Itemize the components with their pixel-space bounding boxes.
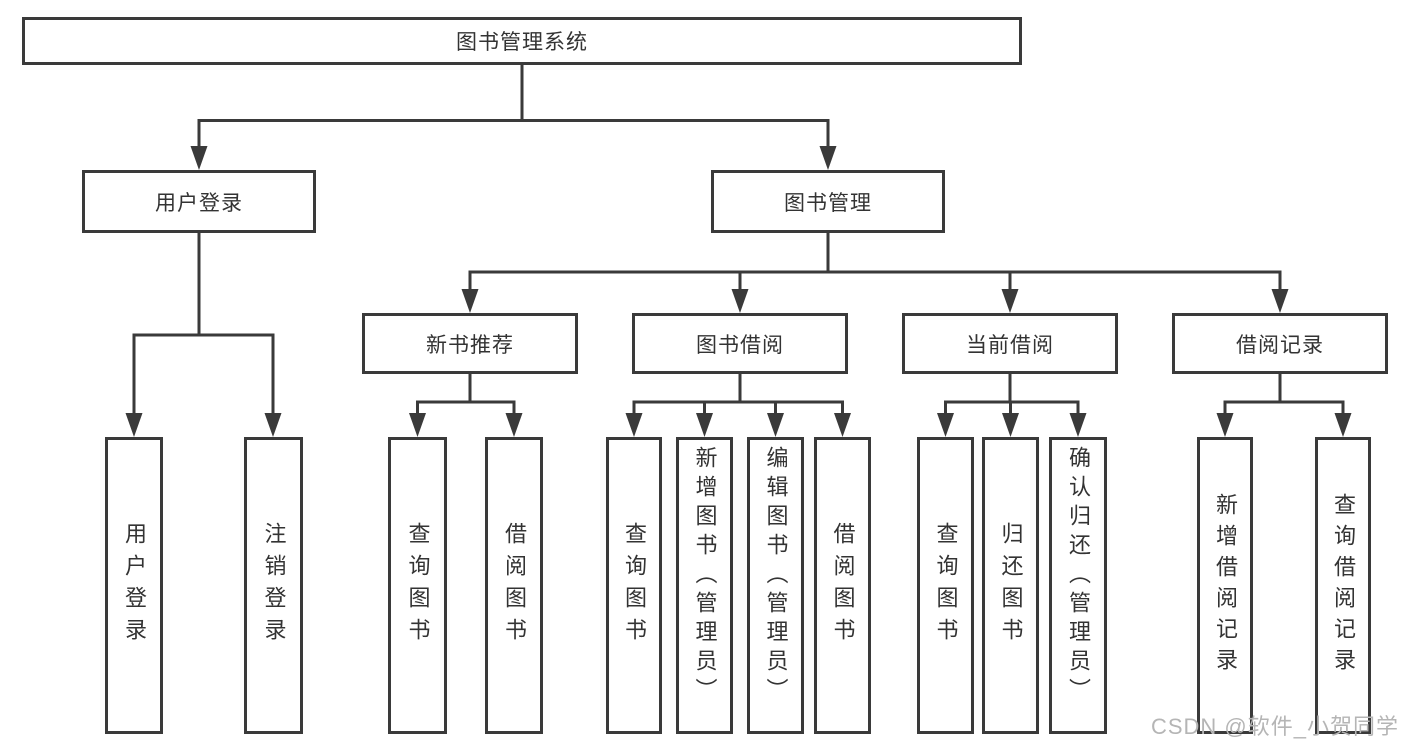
node-leaf-nb-borrow-books-label: 借阅图书: [502, 521, 527, 650]
node-book-management-label: 图书管理: [784, 191, 872, 215]
node-leaf-cb-return-books: 归还图书: [982, 437, 1039, 734]
node-leaf-rec-add-record: 新增借阅记录: [1197, 437, 1253, 734]
node-leaf-bb-edit-books-admin: 编辑图书（管理员）: [747, 437, 804, 734]
node-leaf-cb-confirm-return-admin: 确认归还（管理员）: [1049, 437, 1107, 734]
node-user-login: 用户登录: [82, 170, 316, 233]
node-leaf-logout: 注销登录: [244, 437, 303, 734]
node-leaf-bb-query-books: 查询图书: [606, 437, 662, 734]
node-book-borrowing-label: 图书借阅: [696, 333, 784, 357]
node-root: 图书管理系统: [22, 17, 1022, 65]
node-leaf-bb-query-books-label: 查询图书: [622, 521, 647, 650]
node-leaf-nb-query-books-label: 查询图书: [405, 521, 431, 650]
node-current-borrowing: 当前借阅: [902, 313, 1118, 374]
node-leaf-bb-add-books-admin: 新增图书（管理员）: [676, 437, 733, 734]
node-leaf-rec-add-record-label: 新增借阅记录: [1213, 492, 1238, 679]
node-leaf-rec-query-record: 查询借阅记录: [1315, 437, 1371, 734]
node-leaf-logout-label: 注销登录: [261, 521, 287, 650]
node-book-borrowing: 图书借阅: [632, 313, 848, 374]
node-leaf-user-login: 用户登录: [105, 437, 163, 734]
node-leaf-nb-query-books: 查询图书: [388, 437, 447, 734]
node-new-book-recommendation: 新书推荐: [362, 313, 578, 374]
node-current-borrowing-label: 当前借阅: [966, 333, 1054, 357]
node-leaf-cb-return-books-label: 归还图书: [998, 521, 1024, 650]
node-new-book-recommendation-label: 新书推荐: [426, 333, 514, 357]
node-borrowing-records: 借阅记录: [1172, 313, 1388, 374]
node-book-management: 图书管理: [711, 170, 945, 233]
node-leaf-cb-query-books-label: 查询图书: [933, 521, 959, 650]
node-leaf-nb-borrow-books: 借阅图书: [485, 437, 543, 734]
node-leaf-bb-borrow-books-label: 借阅图书: [830, 521, 856, 650]
node-leaf-rec-query-record-label: 查询借阅记录: [1331, 492, 1356, 679]
node-leaf-cb-query-books: 查询图书: [917, 437, 974, 734]
node-leaf-bb-add-books-admin-label: 新增图书（管理员）: [692, 446, 718, 707]
node-borrowing-records-label: 借阅记录: [1236, 333, 1324, 357]
node-leaf-bb-borrow-books: 借阅图书: [814, 437, 871, 734]
node-user-login-label: 用户登录: [155, 191, 243, 215]
csdn-watermark: CSDN @软件_小贺同学: [1150, 714, 1399, 739]
node-leaf-cb-confirm-return-admin-label: 确认归还（管理员）: [1066, 446, 1091, 707]
node-root-label: 图书管理系统: [456, 31, 588, 54]
node-leaf-user-login-label: 用户登录: [122, 521, 147, 650]
node-leaf-bb-edit-books-admin-label: 编辑图书（管理员）: [763, 446, 789, 707]
